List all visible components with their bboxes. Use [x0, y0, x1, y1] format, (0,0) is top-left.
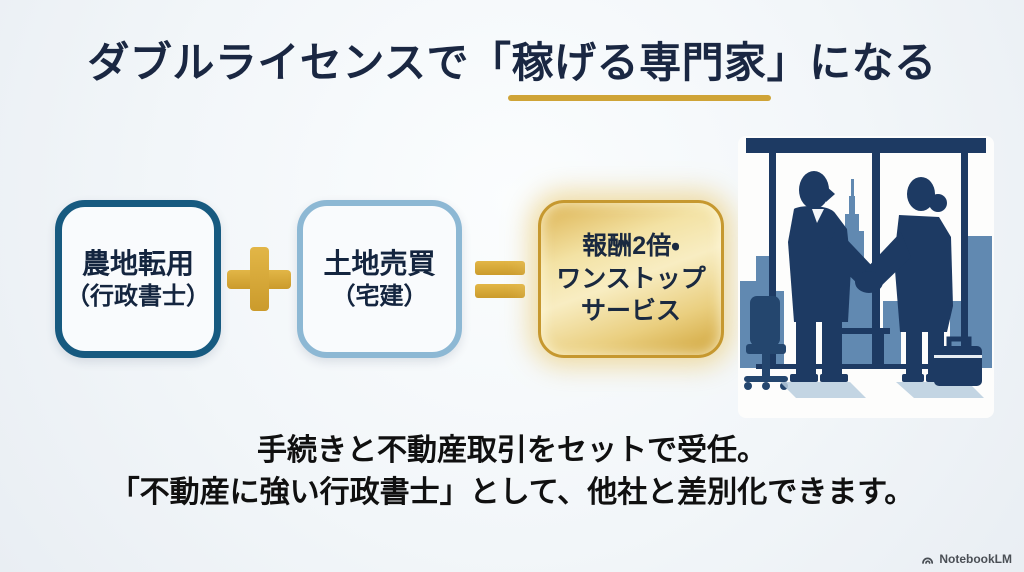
briefcase	[934, 336, 982, 386]
result-box-double-reward: 報酬2倍・ ワンストップ サービス	[538, 200, 724, 358]
box2-line1: 土地売買	[323, 247, 436, 279]
footer-line1: 手続きと不動産取引をセットで受任。	[257, 434, 767, 467]
license-box-farmland-conversion: 農地転用 （行政書士）	[55, 200, 221, 358]
title-bracket-close: 」	[766, 39, 810, 86]
footer-text: 手続きと不動産取引をセットで受任。 「不動産に強い行政書士」として、他社と差別化…	[0, 430, 1024, 514]
office-chair	[744, 296, 788, 390]
box2-line2: （宅建）	[331, 282, 428, 310]
title-bracket-open: 「	[469, 39, 512, 86]
equals-operator-icon	[462, 200, 538, 358]
title-highlight-underlined: 稼げる専門家	[507, 38, 771, 102]
footer-line2: 「不動産に強い行政書士」として、他社と差別化できます。	[109, 476, 915, 509]
notebooklm-logo-text: NotebookLM	[939, 552, 1012, 566]
result-line3: サービス	[580, 297, 681, 326]
shirt-collar	[812, 209, 824, 223]
handshake-illustration	[738, 136, 994, 418]
handshake-hands	[855, 271, 883, 293]
page-title: ダブルライセンスで「稼げる専門家」になる	[0, 38, 1024, 102]
plus-icon	[227, 247, 291, 311]
license-box-land-sale: 土地売買 （宅建）	[297, 200, 462, 358]
result-line1: 報酬2倍・	[582, 232, 680, 261]
notebooklm-icon	[922, 557, 934, 564]
title-suffix: になる	[809, 39, 937, 86]
box1-line1: 農地転用	[81, 247, 194, 279]
equals-icon	[475, 260, 525, 298]
handshake-illustration-svg	[740, 138, 992, 398]
result-line2: ワンストップ	[556, 264, 706, 293]
notebooklm-branding: NotebookLM	[921, 552, 1012, 566]
plus-operator-icon	[221, 200, 297, 358]
title-prefix: ダブルライセンスで	[87, 39, 470, 86]
box1-line2: （行政書士）	[66, 282, 210, 310]
